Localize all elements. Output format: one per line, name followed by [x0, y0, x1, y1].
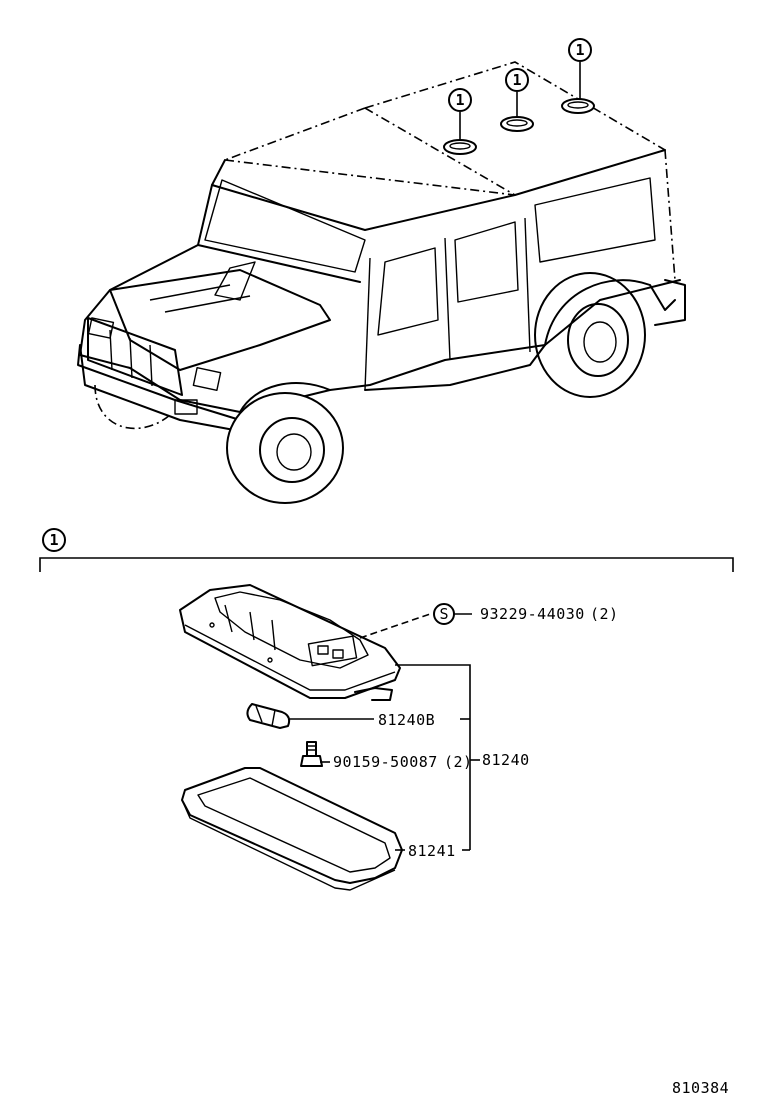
figure-code: 810384	[672, 1079, 729, 1097]
lens-cover	[181, 767, 403, 891]
bolt-part-number: 90159-50087	[333, 753, 438, 771]
svg-text:S: S	[439, 605, 448, 623]
svg-text:1: 1	[512, 71, 521, 89]
bulb	[246, 703, 291, 729]
svg-text:1: 1	[575, 41, 584, 59]
front-wheel	[94, 384, 344, 504]
detail-section-header: 1	[39, 528, 734, 572]
bolt-qty: (2)	[444, 753, 473, 771]
screw-callout: S 93229-44030 (2)	[433, 603, 619, 625]
svg-text:1: 1	[455, 91, 464, 109]
callout-1-lamp-c: 1	[568, 38, 592, 62]
assembly-part-number: 81240	[482, 751, 530, 769]
lamp-housing	[179, 584, 401, 701]
vehicle-illustration: 1 1 1	[77, 38, 686, 504]
callout-1-lamp-b: 1	[505, 68, 529, 92]
screw-qty: (2)	[590, 605, 619, 623]
roof-lamp-2	[500, 92, 534, 132]
bolt	[300, 741, 323, 767]
rear-wheel	[534, 272, 646, 398]
callout-1-lamp-a: 1	[448, 88, 472, 112]
bulb-part-number: 81240B	[378, 711, 435, 729]
lens-part-number: 81241	[408, 842, 456, 860]
vehicle-roof	[224, 61, 676, 281]
vehicle-body	[79, 149, 686, 413]
leader-lines	[288, 613, 480, 851]
roof-lamp-3	[561, 62, 595, 114]
roof-lamp-1	[443, 112, 477, 155]
screw-part-number: 93229-44030	[480, 605, 585, 623]
svg-text:1: 1	[49, 531, 58, 549]
